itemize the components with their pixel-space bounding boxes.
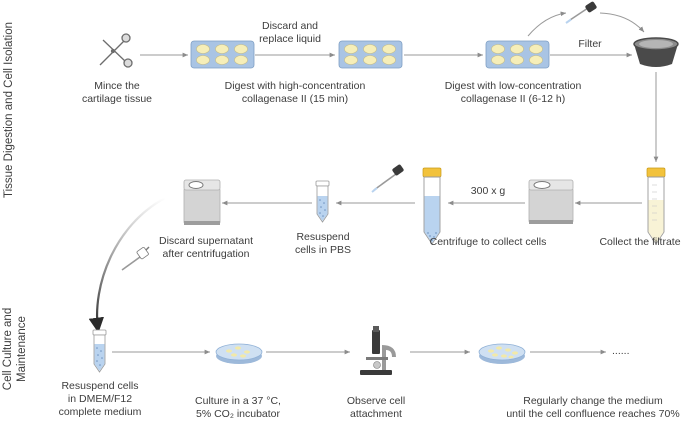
label-ellipsis: ...... bbox=[612, 345, 630, 357]
scissors-icon bbox=[99, 33, 133, 68]
small-tube-icon bbox=[92, 329, 107, 373]
section-title-bottom-line2: Maintenance bbox=[16, 316, 28, 382]
well-plate-icon bbox=[485, 40, 550, 69]
centrifuge-icon bbox=[528, 179, 574, 224]
dropper-icon bbox=[371, 164, 404, 193]
petri-dish-icon bbox=[215, 343, 263, 364]
pipette-icon bbox=[121, 246, 150, 271]
section-title-bottom-line1: Cell Culture and bbox=[2, 307, 14, 391]
dropper-icon bbox=[565, 1, 597, 24]
well-plate-icon bbox=[338, 40, 403, 69]
arrow-curve-to-dropper bbox=[527, 11, 567, 37]
centrifuge-icon bbox=[183, 179, 221, 225]
section-title-top: Tissue Digestion and Cell Isolation bbox=[3, 22, 15, 198]
conical-tube-icon bbox=[646, 167, 666, 245]
well-plate-icon bbox=[190, 40, 255, 69]
section-label-cell-culture: Cell Culture and Maintenance bbox=[1, 299, 29, 399]
small-tube-icon bbox=[315, 180, 330, 223]
petri-dish-icon bbox=[478, 343, 526, 364]
flow-arrows bbox=[112, 11, 659, 355]
label-speed: 300 x g bbox=[470, 185, 506, 197]
label-centrifuge: Centrifuge to collect cells bbox=[429, 236, 547, 248]
microscope-icon bbox=[360, 326, 396, 375]
conical-tube-icon bbox=[422, 167, 442, 245]
arrow-curve-to-sieve bbox=[599, 12, 645, 33]
label-culture: Culture in a 37 °C,5% CO₂ incubator bbox=[195, 395, 281, 420]
label-collect-filtrate: Collect the filtrate bbox=[599, 236, 681, 248]
big-curved-arrow bbox=[88, 197, 166, 334]
section-label-tissue-digestion: Tissue Digestion and Cell Isolation bbox=[2, 5, 16, 215]
sieve-icon bbox=[633, 37, 679, 67]
label-filter: Filter bbox=[578, 38, 602, 50]
